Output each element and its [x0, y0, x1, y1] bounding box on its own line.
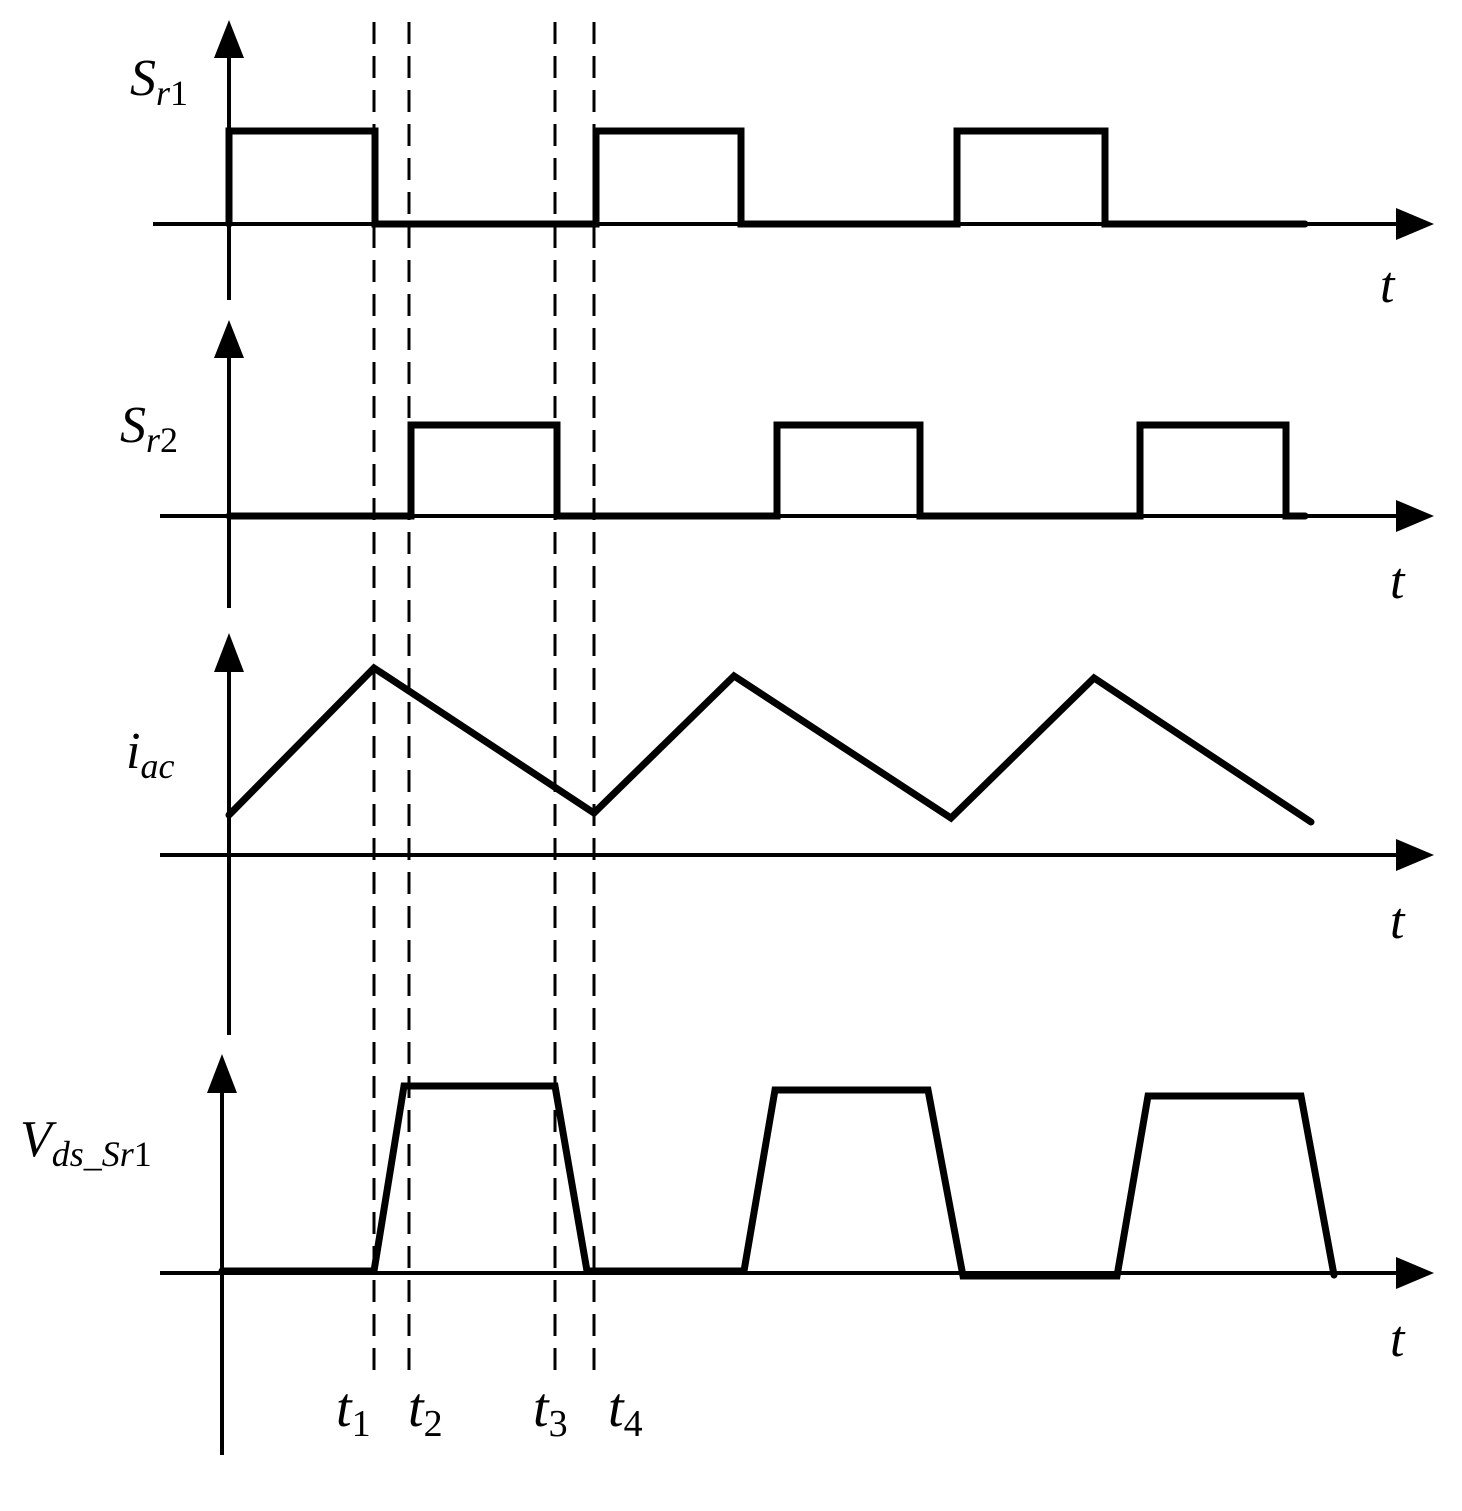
sr1-label: Sr1 [130, 50, 188, 113]
panel-sr2: t Sr2 [120, 320, 1434, 610]
time-marker-t1: t1 [336, 1377, 371, 1445]
iac-y-arrow-icon [214, 633, 244, 672]
panel-iac: t iac [126, 633, 1434, 1035]
sr1-waveform [225, 127, 1309, 228]
panel-vds: t Vds_Sr1 [20, 1054, 1434, 1455]
sr1-y-arrow-icon [214, 20, 244, 58]
vds-label: Vds_Sr1 [20, 1111, 152, 1174]
iac-waveform [225, 663, 1315, 826]
iac-axis-t-label: t [1390, 893, 1406, 950]
sr2-y-arrow-icon [214, 320, 244, 358]
vds-y-arrow-icon [207, 1054, 237, 1093]
time-marker-t2: t2 [408, 1377, 443, 1445]
time-marker-t3: t3 [533, 1377, 568, 1445]
panel-sr1: t Sr1 [130, 20, 1434, 314]
vds-waveform [218, 1082, 1338, 1280]
iac-x-arrow-icon [1396, 839, 1434, 871]
sr2-waveform [225, 421, 1309, 520]
sr2-label: Sr2 [120, 397, 178, 460]
sr1-x-arrow-icon [1396, 208, 1434, 240]
iac-label: iac [126, 723, 174, 786]
time-marker-t4: t4 [608, 1377, 643, 1445]
sr2-axis-t-label: t [1390, 553, 1406, 610]
sr2-x-arrow-icon [1396, 500, 1434, 532]
vds-axis-t-label: t [1390, 1311, 1406, 1368]
vds-x-arrow-icon [1396, 1257, 1434, 1289]
sr1-axis-t-label: t [1380, 257, 1396, 314]
